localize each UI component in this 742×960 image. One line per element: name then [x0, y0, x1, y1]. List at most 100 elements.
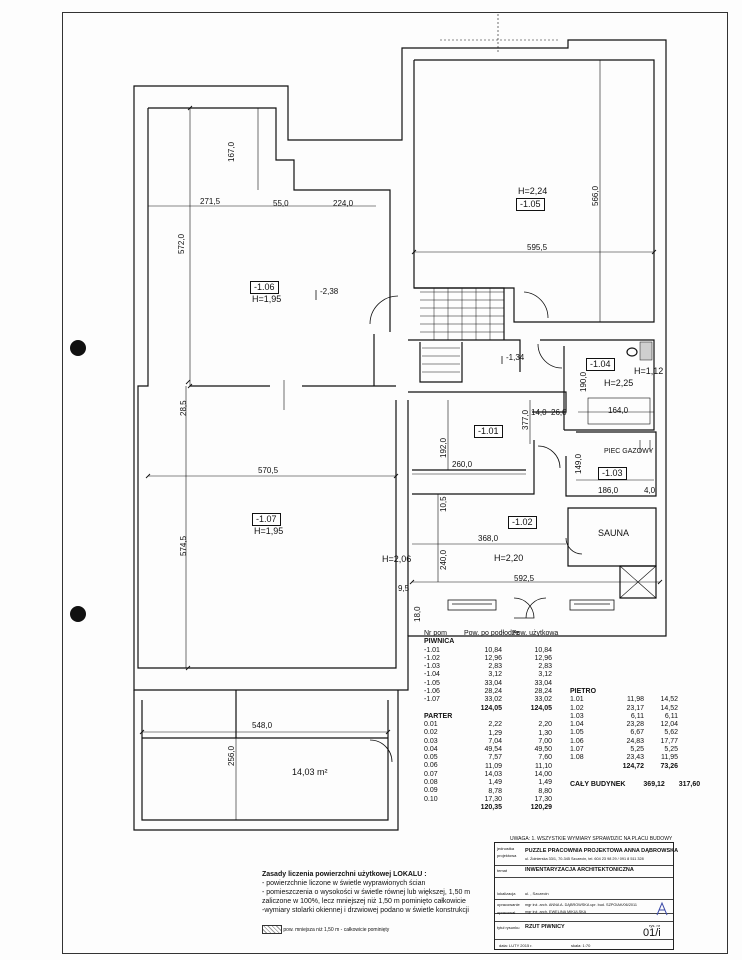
- pietro-cell: 1.08: [570, 754, 584, 762]
- table-head-nr: Nr pom: [424, 630, 447, 637]
- piwnica-row: 10,84: [484, 646, 502, 654]
- h112-label: H=1,12: [634, 366, 664, 376]
- piwnica-sum-usable: 124,05: [530, 704, 552, 712]
- parter-row: 14,00: [534, 771, 552, 779]
- parter-row: 11,09: [485, 762, 502, 770]
- storage-area: 14,03 m²: [292, 767, 328, 777]
- pietro-cell: 6,67: [630, 729, 644, 737]
- pietro-sum-cell: 124,72: [622, 762, 644, 770]
- dim-1920: 192,0: [439, 437, 448, 458]
- dim-5480: 548,0: [252, 721, 273, 730]
- pietro-cell: 11,98: [627, 696, 644, 704]
- parter-row: 0.05: [424, 754, 438, 762]
- room-107-height: H=1,95: [254, 526, 284, 536]
- room-105-code: -1.05: [516, 198, 545, 211]
- legend-text: pow. mniejsza niż 1,50 m - całkowicie po…: [283, 926, 390, 933]
- level-134: -1,34: [506, 353, 525, 362]
- piwnica-row: -1.06: [424, 688, 440, 696]
- pietro-cell: 11,95: [661, 754, 678, 762]
- parter-row: 0.04: [424, 745, 438, 753]
- legend-hatch-swatch: [262, 925, 282, 934]
- dim-40: 4,0: [644, 486, 656, 495]
- note-top: UWAGA: 1. WSZYSTKIE WYMIARY SPRAWDZIC NA…: [510, 836, 673, 842]
- piwnica-sum-floor: 124,05: [480, 704, 502, 712]
- piwnica-row: 2,83: [538, 663, 552, 671]
- tb-row-firm: jednostka projektowa PUZZLE PRACOWNIA PR…: [495, 843, 678, 866]
- parter-row: 17,30: [484, 795, 502, 803]
- dim-1900: 190,0: [579, 371, 588, 392]
- pietro-cell: 5,62: [664, 729, 678, 737]
- pietro-cell: 1.03: [570, 712, 584, 720]
- piwnica-row: 2,83: [488, 663, 502, 671]
- piwnica-row: -1.01: [424, 646, 440, 654]
- pietro-cell: 17,77: [660, 737, 678, 745]
- rules-line: -wymiary stolarki okiennej i drzwiowej p…: [262, 907, 469, 914]
- pietro-cell: 6,11: [630, 712, 644, 720]
- dim-260a: 26,0: [551, 408, 567, 417]
- pietro-cell: 23,28: [626, 721, 644, 729]
- tb-rysunek: RZUT PIWNICY: [525, 924, 565, 930]
- tb-opracowanie-label: opracowanie: [497, 902, 520, 907]
- rules-title: Zasady liczenia powierzchni użytkowej LO…: [262, 871, 427, 878]
- tb-author-2: mgr inż. arch. EWELINA MIKULSKA: [525, 910, 587, 914]
- parter-sum-usable: 120,29: [530, 804, 552, 812]
- pietro-cell: 14,52: [660, 696, 678, 704]
- tb-author-1: mgr inż. arch. ANNA A. DĄBROWSKA upr. bu…: [525, 903, 637, 907]
- tb-data: data: LUTY 2015 r.: [499, 943, 533, 948]
- dim-5745: 574,5: [179, 535, 188, 556]
- outer-wall: [133, 39, 667, 691]
- piwnica-row: 33,02: [534, 696, 552, 704]
- dim-2400: 240,0: [439, 549, 448, 570]
- parter-row: 1,29: [488, 729, 502, 737]
- rules-line: zaliczone w 100%, lecz mniejszej niż 1,5…: [262, 898, 466, 905]
- pietro-cell: 12,04: [660, 721, 678, 729]
- pietro-row: 1.05 6,67 5,62: [570, 729, 700, 737]
- tb-firm: PUZZLE PRACOWNIA PROJEKTOWA ANNA DĄBROWS…: [525, 848, 679, 854]
- dim-5660: 566,0: [591, 185, 600, 206]
- dim-2600: 260,0: [452, 460, 473, 469]
- area-table-nr: Nr pom PIWNICA -1.01-1.02-1.03-1.04-1.05…: [424, 630, 454, 804]
- pietro-cell: 1.05: [570, 729, 584, 737]
- dim-1490: 149,0: [574, 453, 583, 474]
- table-pietro-label: PIETRO: [570, 688, 597, 695]
- dim-5925: 592,5: [514, 574, 535, 583]
- annex-outer: [133, 690, 399, 831]
- parter-row: 0.06: [424, 762, 438, 770]
- piwnica-row: 10,84: [534, 646, 552, 654]
- dim-2240: 224,0: [333, 199, 354, 208]
- wall-104: [540, 339, 655, 431]
- tb-lokalizacja-label: lokalizacja: [497, 891, 516, 896]
- room-105-height: H=2,24: [518, 186, 548, 196]
- dim-285: 28,5: [179, 400, 188, 416]
- parter-row: 17,30: [534, 795, 552, 803]
- dim-5705: 570,5: [258, 466, 279, 475]
- title-block: jednostka projektowa PUZZLE PRACOWNIA PR…: [494, 842, 678, 950]
- table-head-pow: Pow. po podłodze: [464, 630, 520, 637]
- dim-3770: 377,0: [521, 409, 530, 430]
- dim-550: 55,0: [273, 199, 289, 208]
- room-102-code: -1.02: [508, 516, 537, 529]
- tb-temat-label: temat: [497, 868, 508, 873]
- signature-mark: [656, 901, 668, 916]
- room-106-code: -1.06: [250, 281, 279, 294]
- parter-row: 0.09: [424, 787, 438, 795]
- room-107-code: -1.07: [252, 513, 281, 526]
- piwnica-row: 33,04: [534, 679, 552, 687]
- dim-167: 167,0: [227, 141, 236, 162]
- sauna-label: SAUNA: [598, 528, 630, 538]
- parter-row: 0.08: [424, 779, 438, 787]
- wall-102-top: [412, 440, 535, 495]
- piwnica-row: -1.03: [424, 663, 440, 671]
- piwnica-row: 33,02: [484, 696, 502, 704]
- room-104-height: H=2,25: [604, 378, 634, 388]
- tb-row-empty: [495, 877, 673, 914]
- total-usable: 317,60: [678, 780, 701, 788]
- piec-gazowy-label: PIEC GAZOWY: [604, 448, 654, 455]
